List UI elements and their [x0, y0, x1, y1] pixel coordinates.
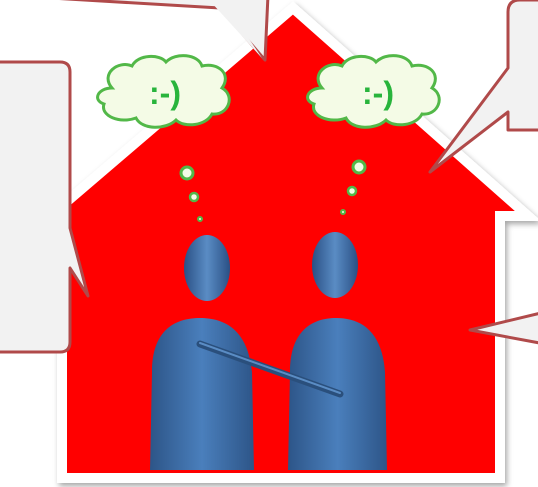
- thought-bubble-dot: [353, 161, 365, 173]
- thought-text-right: :-): [362, 75, 394, 111]
- person-head: [184, 235, 230, 301]
- thought-bubble-dot: [348, 187, 356, 195]
- person-body: [150, 318, 254, 470]
- house-shape: [22, 8, 528, 478]
- thought-bubble-dot: [198, 217, 202, 221]
- speech-callout-top-left: [0, 0, 268, 60]
- person-head: [312, 232, 358, 298]
- thought-bubble-dot: [190, 193, 198, 201]
- thought-text-left: :-): [149, 75, 181, 111]
- house-icon: [22, 8, 528, 478]
- thought-bubble-dot: [181, 167, 193, 179]
- thought-bubble-dot: [341, 210, 345, 214]
